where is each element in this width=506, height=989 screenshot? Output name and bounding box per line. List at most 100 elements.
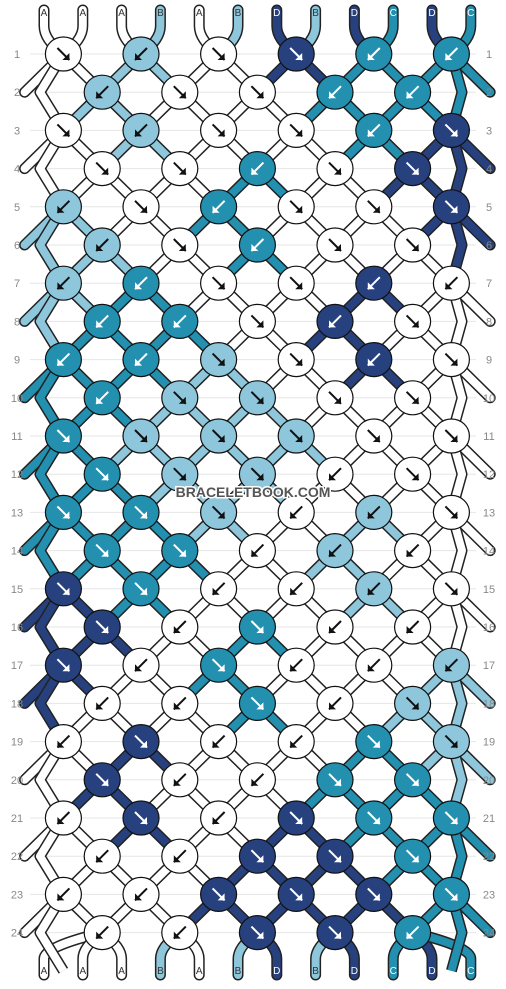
knot xyxy=(394,609,432,645)
knot xyxy=(238,762,276,798)
knot xyxy=(238,914,276,951)
knot xyxy=(44,723,83,760)
top-string-label: C xyxy=(390,8,397,19)
knot xyxy=(200,189,238,225)
knot xyxy=(200,723,238,760)
knot xyxy=(316,74,354,110)
knot xyxy=(161,303,199,339)
row-number-right: 14 xyxy=(483,546,495,558)
knot xyxy=(44,571,83,607)
knot xyxy=(200,647,238,683)
knot xyxy=(161,532,199,569)
knot xyxy=(44,494,83,531)
top-string-label: A xyxy=(118,8,125,19)
row-number-right: 13 xyxy=(483,507,495,519)
knot xyxy=(432,647,470,683)
knot xyxy=(394,227,432,263)
knot xyxy=(83,762,121,798)
knot xyxy=(238,532,276,569)
row-number-left: 10 xyxy=(11,393,23,405)
knot xyxy=(432,723,470,760)
knot xyxy=(277,647,315,683)
knot xyxy=(122,36,160,72)
knot xyxy=(161,227,199,263)
row-number-right: 19 xyxy=(483,737,495,749)
row-number-left: 19 xyxy=(11,737,23,749)
knot xyxy=(44,342,83,378)
row-number-right: 22 xyxy=(483,851,495,863)
knot xyxy=(432,36,470,72)
knot xyxy=(355,418,393,454)
row-number-left: 23 xyxy=(11,889,23,901)
knot xyxy=(161,456,199,492)
knot xyxy=(161,380,199,416)
knot xyxy=(277,418,315,454)
knot xyxy=(394,532,432,569)
knot xyxy=(355,647,393,683)
knot xyxy=(432,112,470,148)
knot xyxy=(44,876,83,913)
knot xyxy=(161,74,199,110)
knot xyxy=(355,876,393,913)
top-string-label: D xyxy=(428,8,435,19)
knot xyxy=(238,74,276,110)
knot xyxy=(161,914,199,951)
row-number-right: 20 xyxy=(483,775,495,787)
row-number-left: 20 xyxy=(11,775,23,787)
knot xyxy=(394,685,432,722)
knot xyxy=(122,571,160,607)
bottom-string-label: D xyxy=(428,966,435,977)
top-string-label: A xyxy=(41,8,48,19)
row-number-right: 17 xyxy=(483,660,495,672)
knot xyxy=(83,685,121,722)
knot xyxy=(316,151,354,187)
knot xyxy=(83,838,121,874)
knot xyxy=(316,456,354,492)
knot xyxy=(394,380,432,416)
row-number-right: 11 xyxy=(483,431,494,443)
bottom-string-label: B xyxy=(312,966,319,977)
row-number-left: 2 xyxy=(14,87,20,99)
knot xyxy=(316,227,354,263)
row-number-right: 7 xyxy=(486,278,492,290)
row-number-left: 5 xyxy=(14,202,20,214)
row-number-right: 9 xyxy=(486,355,492,367)
knot xyxy=(83,227,121,263)
knot xyxy=(432,876,470,913)
knot xyxy=(122,647,160,683)
knot xyxy=(432,571,470,607)
knot xyxy=(122,723,160,760)
knot xyxy=(355,112,393,148)
knot xyxy=(316,380,354,416)
row-number-left: 8 xyxy=(14,316,20,328)
knot xyxy=(83,609,121,645)
bottom-string-label: D xyxy=(273,966,280,977)
row-number-left: 16 xyxy=(11,622,23,634)
knot xyxy=(238,303,276,339)
knot xyxy=(122,189,160,225)
knot xyxy=(277,342,315,378)
row-number-left: 24 xyxy=(11,928,23,940)
knot xyxy=(161,838,199,874)
bottom-string-label: A xyxy=(41,966,48,977)
knot xyxy=(161,762,199,798)
row-number-left: 3 xyxy=(14,125,20,137)
row-number-right: 1 xyxy=(486,49,492,61)
knot xyxy=(44,265,83,301)
top-string-label: C xyxy=(467,8,474,19)
row-number-left: 6 xyxy=(14,240,20,252)
knot xyxy=(238,151,276,187)
knot xyxy=(432,265,470,301)
bottom-string-label: A xyxy=(79,966,86,977)
knot xyxy=(316,762,354,798)
knot xyxy=(277,494,315,531)
knot xyxy=(394,303,432,339)
knot xyxy=(394,914,432,951)
knot xyxy=(432,494,470,531)
knot xyxy=(432,418,470,454)
knot xyxy=(316,838,354,874)
row-number-right: 21 xyxy=(483,813,495,825)
knot xyxy=(44,112,83,148)
knot xyxy=(44,36,83,72)
